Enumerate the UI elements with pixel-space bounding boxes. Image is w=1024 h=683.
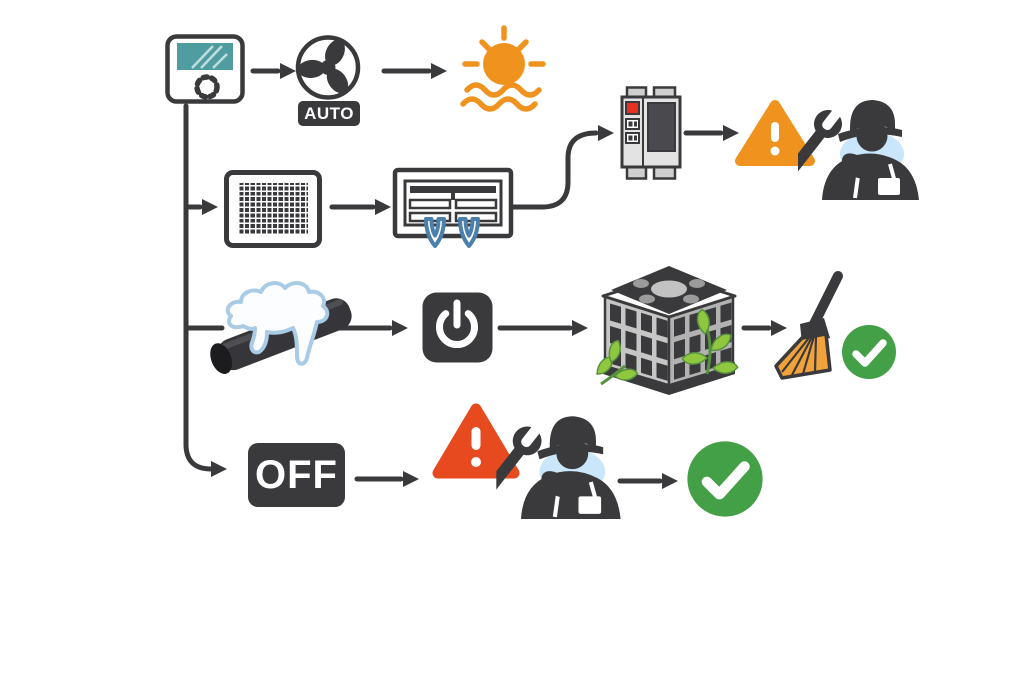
arrowheads [202,63,787,489]
ice-on-pipe [225,281,330,366]
technician-icon [474,416,621,519]
unit-louvers [408,198,498,223]
orange-warning-triangle [733,98,817,170]
filter-mesh [238,183,308,235]
broom-handle [807,271,843,333]
condenser-right-face [667,294,735,387]
sun-rays [462,25,546,67]
leaves-right [681,308,739,375]
exclamation-bar [471,427,481,450]
fan-icon [298,39,349,94]
technician-icon [776,100,919,200]
check-circle [687,441,763,517]
down-arrow-icon [458,217,480,248]
breaker-switch-window [647,102,676,152]
exclamation-bar [771,122,779,142]
off-button: OFF [248,443,345,507]
fan-auto-mode: AUTO [292,35,364,130]
unit-divider [451,193,455,200]
air-filter [224,170,322,248]
auto-label: AUTO [304,103,354,123]
clean-broom [772,270,852,380]
ok-check-row3 [841,324,897,380]
thermostat-dial [194,74,220,100]
circuit-breaker [620,86,682,180]
check-circle [842,325,896,379]
condenser-left-face [603,294,671,387]
breaker-windows [625,118,640,144]
exclamation-dot [471,457,481,467]
check-mark-icon [701,461,750,500]
outdoor-condenser-with-leaves [595,262,743,396]
check-mark-icon [852,339,887,367]
leaves-left [596,340,639,386]
sun-disc [483,43,525,85]
unit-top-vent [410,186,496,193]
ok-check-row4 [686,440,764,518]
breaker-red-indicator [625,101,640,115]
indoor-unit-weak-airflow [392,167,514,256]
down-arrow-icon [424,217,446,248]
off-label: OFF [255,452,338,497]
screen-glare [191,45,228,69]
power-off-button [421,291,494,364]
heat-waves [460,82,542,112]
flow-lines [183,68,772,484]
technician-row2 [798,90,922,200]
curve-indoor-unit-to-breaker [510,130,599,210]
red-warning-triangle [431,401,521,483]
auto-mode-badge: AUTO [298,101,360,126]
technician-row4 [496,406,624,519]
power-icon [436,299,478,348]
exclamation-dot [770,146,780,156]
frozen-pipe [195,276,365,388]
condenser-fan-plate [611,266,727,314]
bristle-lines [781,333,818,376]
thermostat [165,34,245,104]
sun-heat-icon [455,22,551,114]
main-spine [183,103,214,472]
airflow-down-arrows [424,217,480,248]
